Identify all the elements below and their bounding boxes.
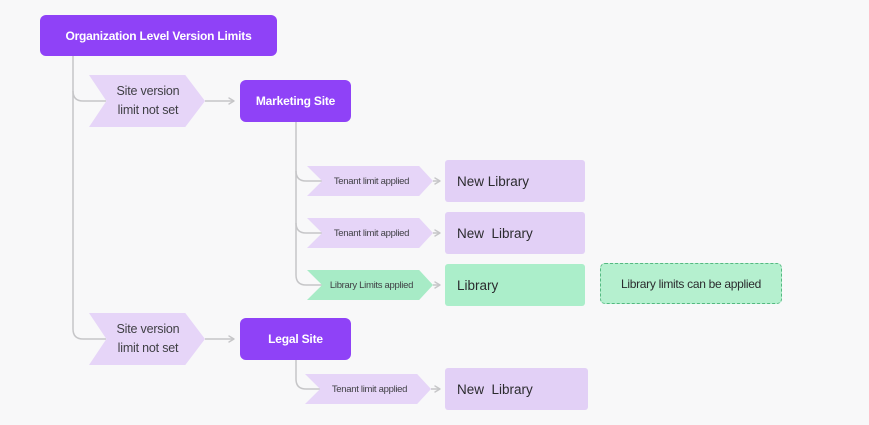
edge-tenant-limit-applied-3[interactable]: Tenant limit applied <box>305 374 431 404</box>
node-label: New Library <box>457 225 533 241</box>
node-label: Marketing Site <box>255 94 336 108</box>
node-label: New Library <box>457 381 533 397</box>
node-new-library-1[interactable]: New Library <box>445 160 585 202</box>
node-label: New Library <box>457 173 530 189</box>
node-marketing-site[interactable]: Marketing Site <box>240 80 351 122</box>
node-label: Organization Level Version Limits <box>65 28 252 43</box>
edge-label: Site version limit not set <box>116 83 180 117</box>
node-label: Library <box>457 277 499 293</box>
node-label: Legal Site <box>268 332 323 346</box>
edge-library-limits-applied[interactable]: Library Limits applied <box>307 270 433 300</box>
edge-tenant-limit-applied-2[interactable]: Tenant limit applied <box>307 218 433 248</box>
edge-tenant-limit-applied-1[interactable]: Tenant limit applied <box>307 166 433 196</box>
node-new-library-3[interactable]: New Library <box>445 368 588 410</box>
note-label: Library limits can be applied <box>620 276 762 291</box>
node-legal-site[interactable]: Legal Site <box>240 318 351 360</box>
edge-site-version-limit-marketing[interactable]: Site version limit not set <box>89 75 205 127</box>
edge-label: Tenant limit applied <box>333 227 410 239</box>
node-organization-version-limits[interactable]: Organization Level Version Limits <box>40 15 277 56</box>
edge-label: Tenant limit applied <box>331 383 408 395</box>
edge-site-version-limit-legal[interactable]: Site version limit not set <box>89 313 205 365</box>
edge-label: Site version limit not set <box>116 321 180 355</box>
edge-label: Library Limits applied <box>329 279 414 291</box>
note-library-limits-can-be-applied[interactable]: Library limits can be applied <box>600 263 782 304</box>
node-library[interactable]: Library <box>445 264 585 306</box>
edge-label: Tenant limit applied <box>333 175 410 187</box>
node-new-library-2[interactable]: New Library <box>445 212 585 254</box>
